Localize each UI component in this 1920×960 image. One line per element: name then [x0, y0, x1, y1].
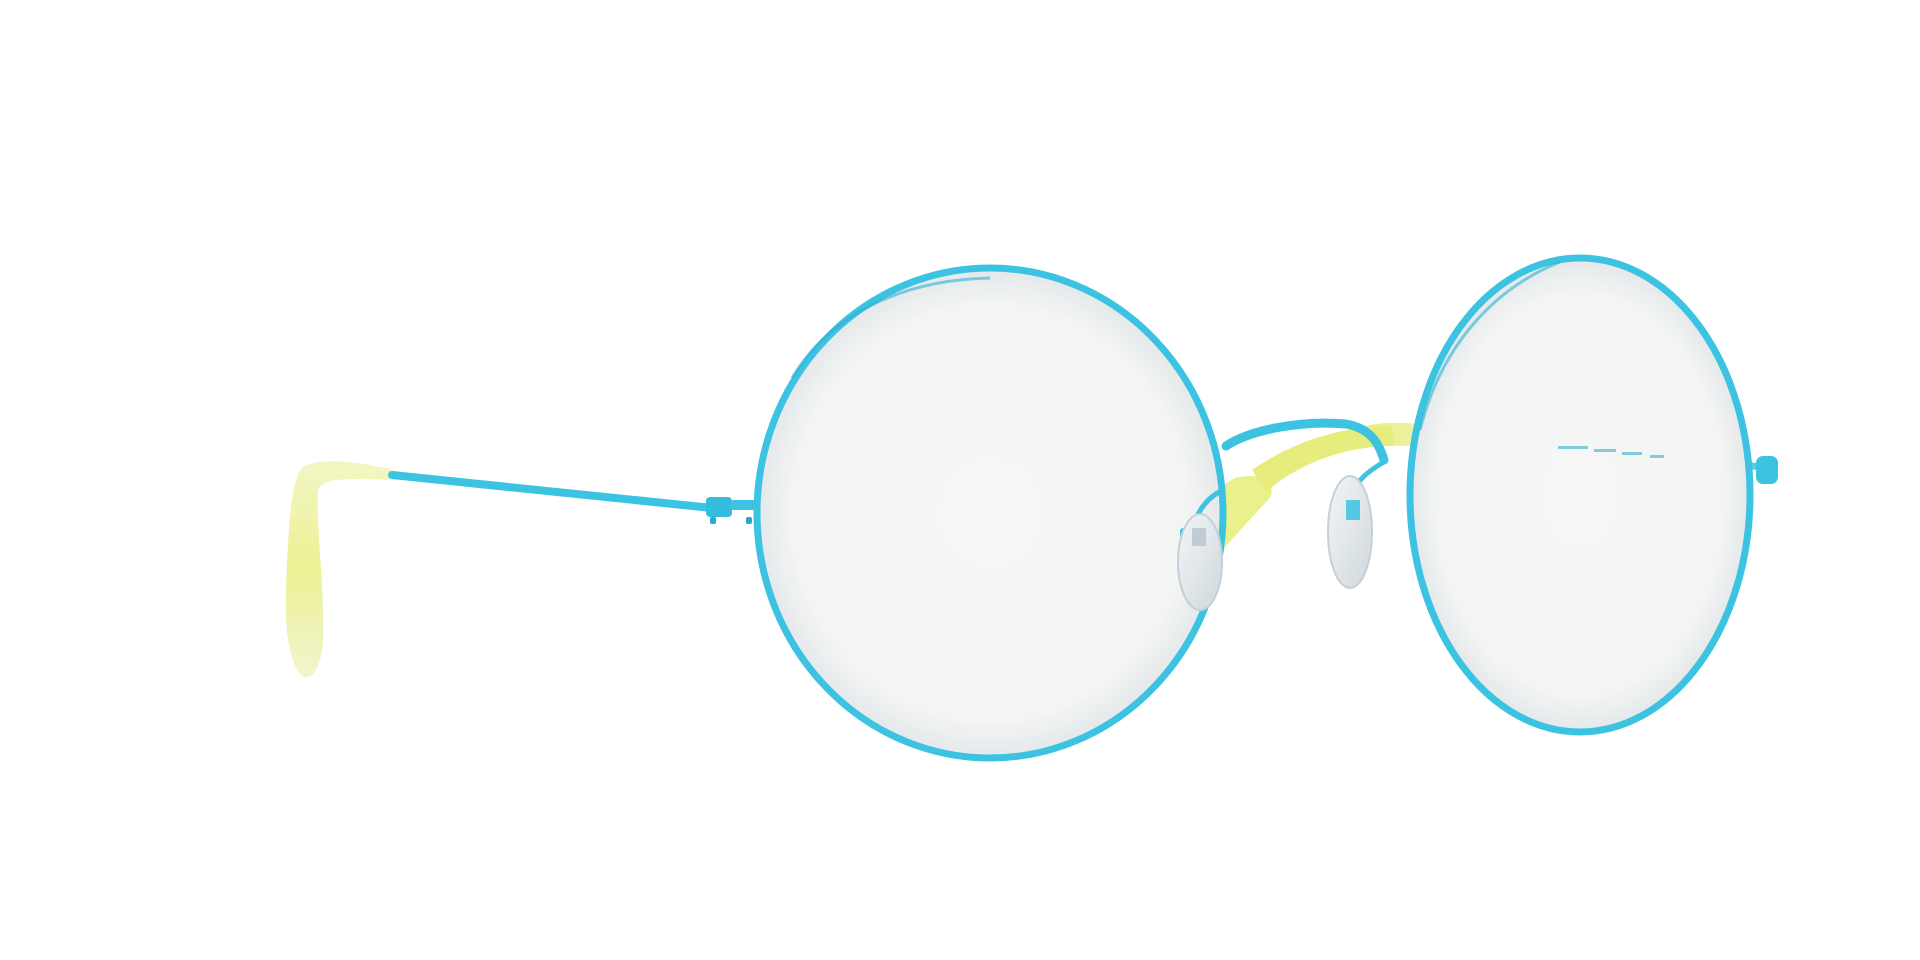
temple-engraving: [1558, 446, 1664, 458]
left-lens: [753, 264, 1227, 762]
right-lens: [1406, 254, 1754, 736]
left-lens-rim: [753, 264, 1227, 762]
left-temple: [285, 461, 776, 678]
left-nose-pad: [1177, 487, 1226, 611]
right-hinge: [1756, 456, 1778, 484]
left-temple-tip: [285, 461, 395, 678]
bridge: [1221, 418, 1389, 465]
left-hinge: [706, 497, 732, 517]
left-temple-arm: [388, 471, 716, 512]
right-lens-rim: [1406, 254, 1754, 736]
right-nose-pad: [1327, 459, 1386, 589]
